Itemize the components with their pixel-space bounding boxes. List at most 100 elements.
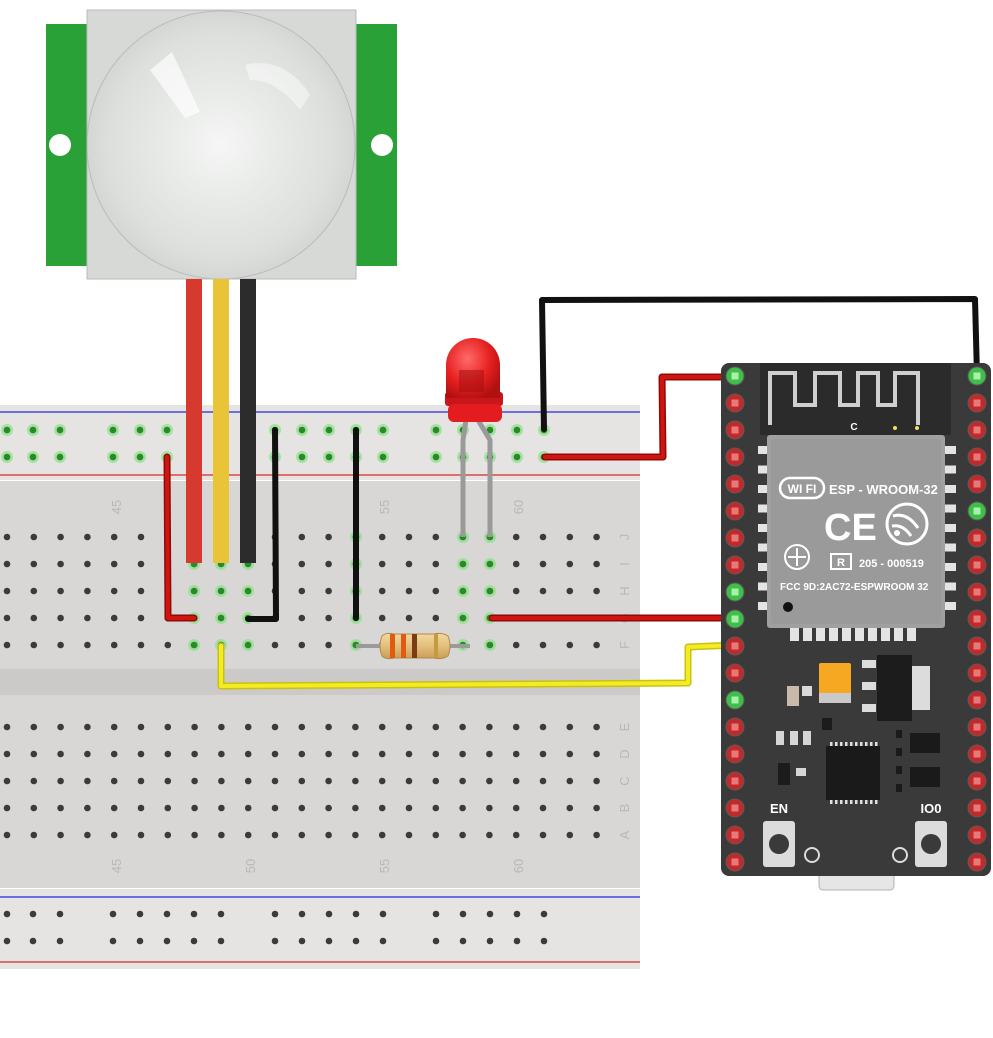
breadboard-hole: [432, 804, 440, 812]
breadboard-hole: [298, 587, 306, 595]
pir-out-lead: [213, 279, 229, 563]
breadboard-hole: [110, 614, 118, 622]
breadboard-hole: [164, 750, 172, 758]
breadboard-hole: [84, 804, 91, 812]
row-label-c: C: [617, 776, 632, 785]
breadboard-hole: [352, 750, 359, 758]
red-led[interactable]: [445, 338, 503, 537]
breadboard-hole: [405, 614, 413, 622]
breadboard-hole: [164, 641, 172, 649]
chip-pin: [870, 742, 873, 746]
breadboard-hole: [57, 533, 64, 541]
chip-pin: [860, 800, 863, 804]
rail-hole: [3, 910, 11, 918]
module-pad-right: [944, 602, 956, 610]
module-name: ESP - WROOM-32: [829, 482, 938, 497]
header-pin-pad: [973, 480, 981, 488]
cert-number: 205 - 000519: [859, 558, 924, 570]
row-label-b: B: [617, 804, 632, 813]
module-pad-right: [944, 504, 956, 513]
header-pin-pad: [973, 534, 981, 542]
rail-hole: [486, 937, 494, 945]
breadboard-hole: [325, 750, 332, 758]
breadboard-hole: [137, 560, 145, 568]
connected-hole: [190, 587, 198, 595]
wire-pir-out-to-gpio[interactable]: [219, 643, 738, 688]
wire-esp-3v3-to-rail[interactable]: [543, 375, 738, 459]
header-pin-pad: [731, 750, 739, 758]
breadboard-hole: [593, 533, 600, 541]
en-button[interactable]: [763, 821, 795, 867]
breadboard-hole: [271, 804, 279, 812]
breadboard-hole: [57, 831, 64, 839]
rail-hole: [29, 910, 37, 918]
header-pin-pad: [973, 399, 981, 407]
ce-mark: CE: [824, 507, 877, 549]
breadboard-hole: [378, 533, 386, 541]
connected-hole: [486, 426, 494, 434]
breadboard-hole: [405, 560, 413, 568]
usb-mount-right: [892, 847, 908, 863]
breadboard-hole: [593, 641, 600, 649]
breadboard-hole: [30, 750, 38, 758]
breadboard-hole: [218, 750, 225, 758]
breadboard-hole: [244, 831, 252, 839]
rail-hole: [325, 937, 333, 945]
module-pad-bottom: [881, 627, 890, 641]
breadboard-hole: [566, 804, 574, 812]
breadboard-hole: [271, 641, 279, 649]
wire-esp-gnd-to-rail[interactable]: [539, 296, 980, 432]
breadboard-hole: [539, 560, 547, 568]
breadboard-hole: [432, 560, 440, 568]
breadboard-hole: [298, 533, 306, 541]
connected-hole: [325, 453, 333, 461]
breadboard-hole: [164, 804, 172, 812]
wire-rail-to-pir-vcc[interactable]: [165, 455, 196, 620]
breadboard-hole: [137, 533, 145, 541]
wifi-logo: WI FI: [778, 476, 826, 500]
breadboard-hole: [84, 641, 91, 649]
module-pad-right: [944, 582, 956, 591]
row-label-i: I: [617, 562, 632, 566]
breadboard-hole: [3, 587, 11, 595]
rail-hole: [190, 937, 198, 945]
breadboard-hole: [593, 831, 600, 839]
pir-sensor[interactable]: [46, 9, 397, 280]
header-pin-pad: [973, 858, 981, 866]
header-pin-pad: [731, 642, 739, 650]
pir-mounting-hole-left: [49, 134, 71, 156]
breadboard-hole: [3, 641, 11, 649]
column-labels-top: 45 55 60: [109, 500, 526, 514]
header-pin-pad: [973, 777, 981, 785]
breadboard-hole: [405, 777, 413, 785]
breadboard-hole: [110, 831, 118, 839]
wifi-logo-text: WI FI: [788, 482, 817, 496]
rail-hole: [190, 910, 198, 918]
breadboard-hole: [164, 777, 172, 785]
wire-rail-to-pir-gnd[interactable]: [245, 427, 279, 622]
rail-hole: [271, 910, 279, 918]
telec-mark-icon: [784, 544, 810, 570]
resistor[interactable]: [356, 632, 470, 660]
module-pad-left: [758, 602, 770, 610]
rail-hole: [325, 910, 333, 918]
rail-hole: [352, 937, 360, 945]
rail-hole: [163, 937, 171, 945]
breadboard-hole: [298, 641, 306, 649]
column-label: 45: [109, 859, 124, 873]
breadboard-hole: [110, 533, 118, 541]
breadboard-hole: [352, 831, 359, 839]
breadboard-hole: [459, 777, 466, 785]
breadboard-hole: [298, 777, 306, 785]
resistor-band-3: [412, 634, 417, 658]
module-pad-bottom: [816, 627, 825, 641]
chip-pin: [830, 800, 833, 804]
rail-hole: [29, 937, 37, 945]
espressif-logo-icon: [885, 502, 929, 546]
breadboard-hole: [405, 533, 413, 541]
module-pad-left: [758, 485, 770, 493]
io0-button[interactable]: [915, 821, 947, 867]
breadboard-hole: [512, 723, 520, 731]
esp32-devkit[interactable]: C WI FI ESP - WROOM-32 CE R 205 - 000519…: [721, 363, 991, 891]
breadboard-hole: [110, 560, 118, 568]
